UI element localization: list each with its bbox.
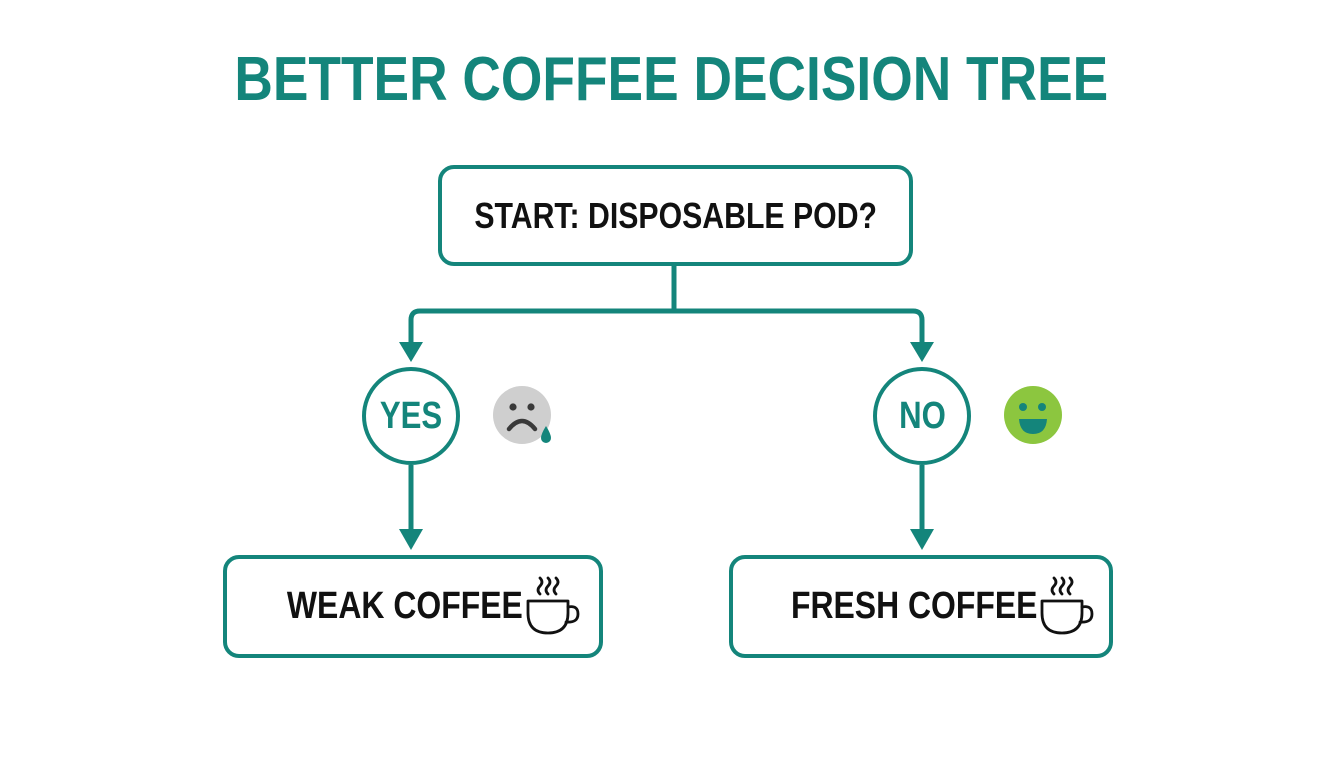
no-node-label: NO xyxy=(898,394,946,437)
steaming-coffee-cup-icon xyxy=(1040,576,1094,634)
diagram-title: BETTER COFFEE DECISION TREE xyxy=(234,45,1109,114)
sad-face-with-tear-icon xyxy=(493,386,551,444)
steaming-coffee-cup-icon xyxy=(526,576,580,634)
arrow-to-weak-icon xyxy=(399,529,423,550)
yes-branch-line xyxy=(408,308,674,346)
yes-node-label: YES xyxy=(379,394,443,437)
no-node: NO xyxy=(873,367,971,465)
start-node: START: DISPOSABLE POD? xyxy=(438,165,913,266)
arrow-to-yes-icon xyxy=(399,342,423,362)
start-node-label: START: DISPOSABLE POD? xyxy=(474,194,877,236)
fresh-coffee-label: FRESH COFFEE xyxy=(791,585,1038,627)
arrow-to-no-icon xyxy=(910,342,934,362)
yes-node: YES xyxy=(362,367,460,465)
fresh-coffee-node: FRESH COFFEE xyxy=(729,555,1113,658)
happy-face-icon xyxy=(1004,386,1062,444)
weak-coffee-label: WEAK COFFEE xyxy=(286,585,523,627)
arrow-to-fresh-icon xyxy=(910,529,934,550)
no-branch-line xyxy=(674,308,925,346)
weak-coffee-node: WEAK COFFEE xyxy=(223,555,603,658)
